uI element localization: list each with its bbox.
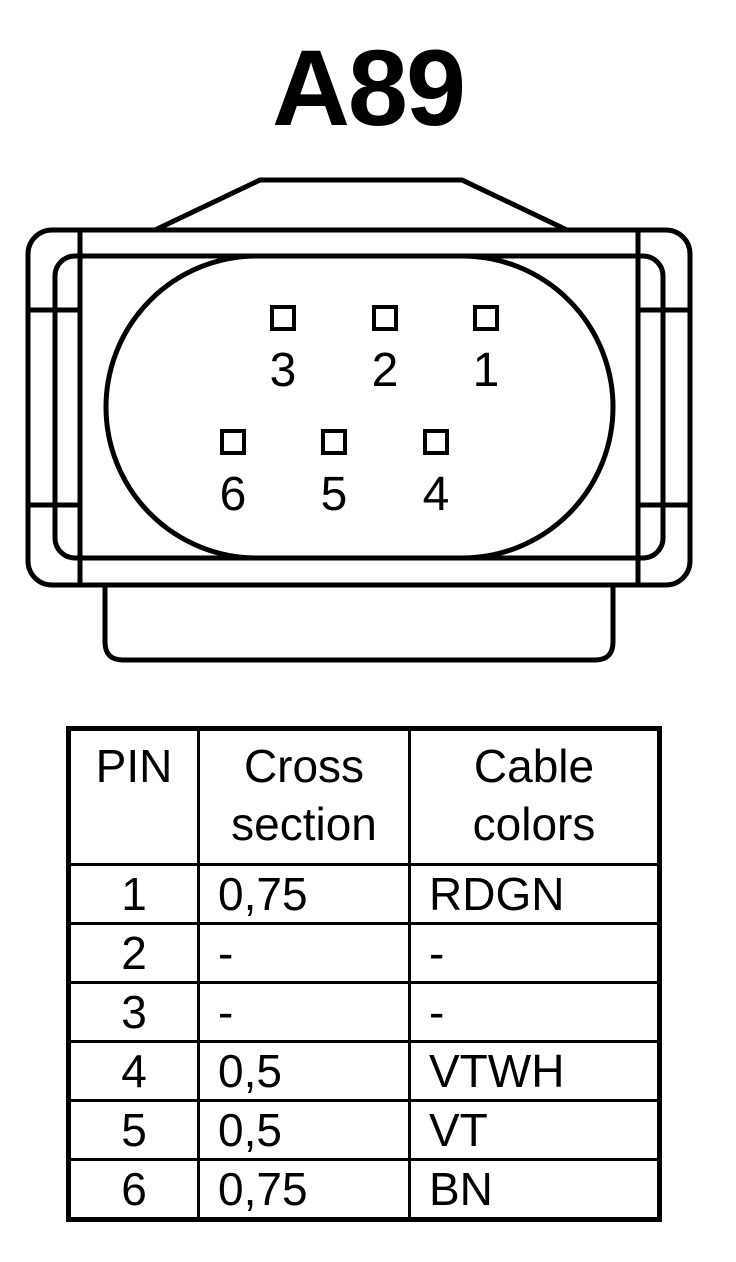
header-cable-colors: Cable colors (408, 727, 661, 866)
pin-label-1: 1 (473, 344, 500, 397)
pin-socket-1 (473, 305, 499, 331)
cross-section-cell: 0,75 (197, 863, 411, 925)
connector-latch (153, 177, 569, 233)
pin-label-5: 5 (321, 468, 348, 521)
pin-label-3: 3 (270, 344, 297, 397)
pin-socket-3 (270, 305, 296, 331)
header-cross-section-line2: section (231, 798, 377, 850)
table-row: 3 - - (67, 981, 661, 1043)
pin-cell: 4 (67, 1040, 200, 1102)
pin-cell: 1 (67, 863, 200, 925)
header-cable-colors-line2: colors (472, 798, 596, 850)
header-pin-label: PIN (95, 740, 173, 792)
cross-section-cell: 0,5 (197, 1099, 411, 1161)
cable-color-cell: RDGN (408, 863, 661, 925)
cable-color-cell: BN (408, 1158, 661, 1221)
connector-housing-outer (25, 227, 693, 588)
table-row: 2 - - (67, 922, 661, 984)
pin-cell: 5 (67, 1099, 200, 1161)
pin-label-2: 2 (372, 344, 399, 397)
header-cross-section-line1: Cross (243, 740, 365, 792)
cross-section-cell: - (197, 922, 411, 984)
header-cross-section: Cross section (197, 727, 411, 866)
pin-table-header: PIN Cross section Cable colors (67, 727, 661, 866)
cross-section-cell: 0,5 (197, 1040, 411, 1102)
connector-oval-face (103, 253, 616, 561)
table-row: 1 0,75 RDGN (67, 863, 661, 925)
connector-diagram: 1 2 3 4 5 6 (25, 177, 693, 663)
pin-socket-4 (423, 429, 449, 455)
pin-socket-6 (220, 429, 246, 455)
cable-color-cell: - (408, 922, 661, 984)
cross-section-cell: - (197, 981, 411, 1043)
header-cable-colors-line1: Cable (473, 740, 595, 792)
pin-cell: 3 (67, 981, 200, 1043)
pin-label-4: 4 (423, 468, 450, 521)
header-pin: PIN (67, 727, 200, 866)
table-row: 6 0,75 BN (67, 1158, 661, 1221)
table-row: 4 0,5 VTWH (67, 1040, 661, 1102)
cable-color-cell: - (408, 981, 661, 1043)
table-row: 5 0,5 VT (67, 1099, 661, 1161)
connector-title: A89 (271, 27, 466, 148)
cross-section-cell: 0,75 (197, 1158, 411, 1221)
connector-bottom-tab (102, 585, 616, 663)
pin-cell: 6 (67, 1158, 200, 1221)
pin-socket-2 (372, 305, 398, 331)
pin-cell: 2 (67, 922, 200, 984)
pin-table: PIN Cross section Cable colors 1 0,75 RD… (66, 726, 662, 1222)
pin-socket-5 (321, 429, 347, 455)
pin-label-6: 6 (220, 468, 247, 521)
cable-color-cell: VTWH (408, 1040, 661, 1102)
cable-color-cell: VT (408, 1099, 661, 1161)
